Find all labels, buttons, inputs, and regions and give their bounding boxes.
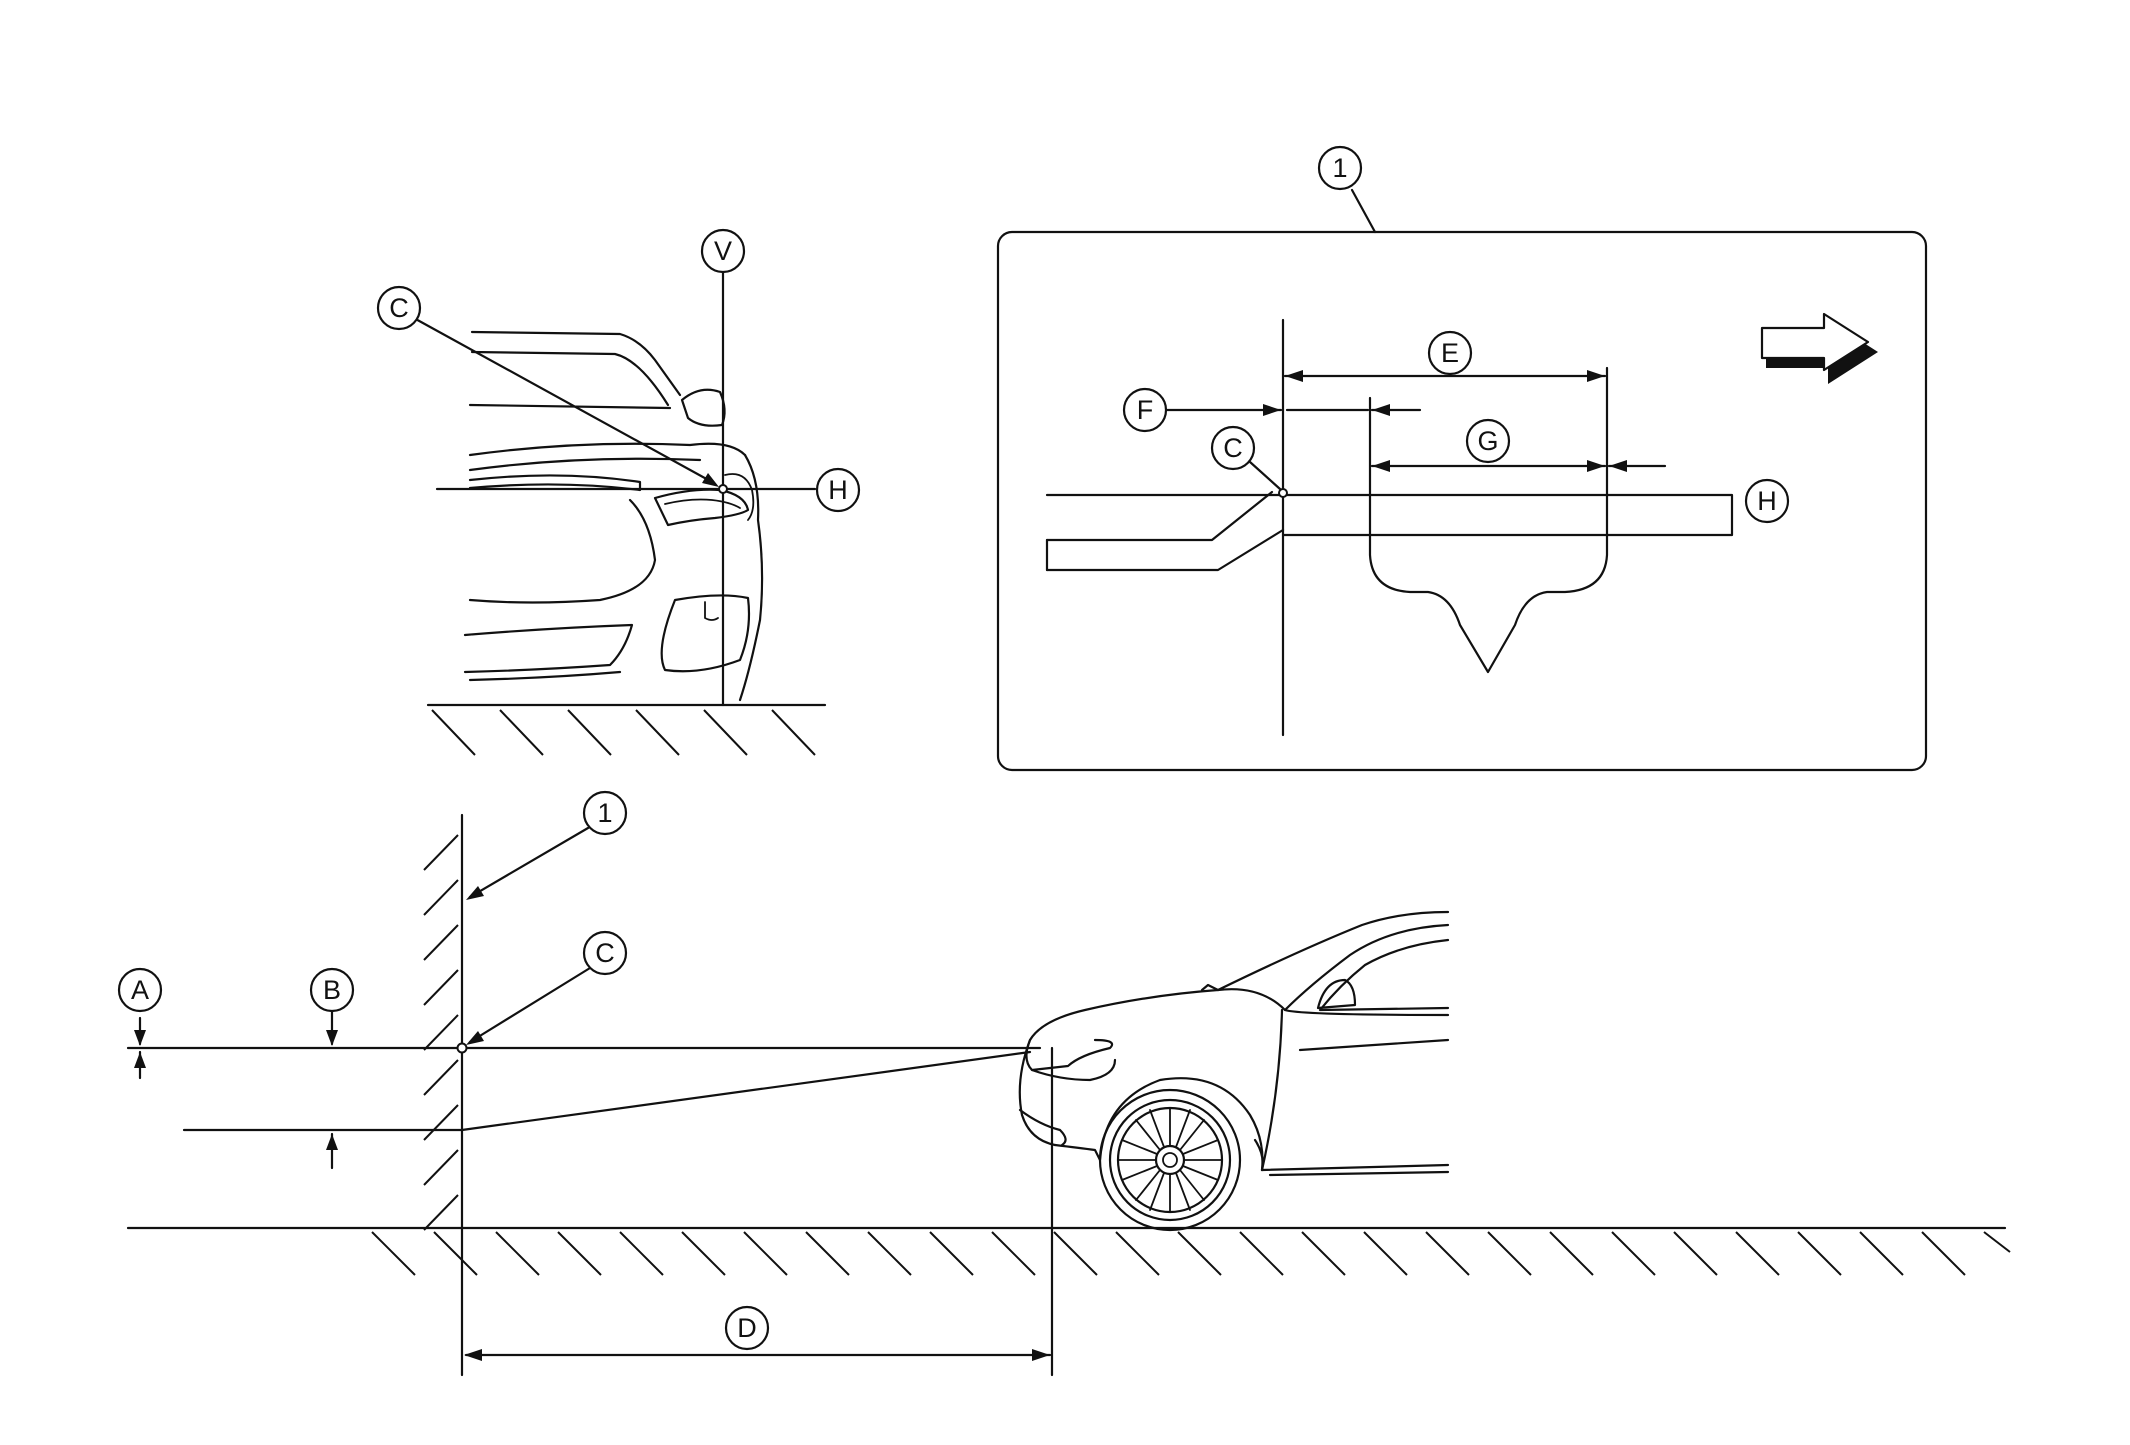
svg-text:D: D — [737, 1313, 757, 1343]
svg-text:A: A — [131, 975, 149, 1005]
callout-A: A — [117, 967, 163, 1013]
callout-H-inset: H — [1744, 478, 1790, 524]
svg-text:1: 1 — [597, 798, 612, 828]
svg-text:F: F — [1137, 395, 1154, 425]
svg-text:H: H — [828, 475, 848, 505]
callout-inset-1: 1 — [1317, 145, 1363, 191]
headlamp-center-point — [718, 484, 728, 494]
callout-C-front: C — [376, 285, 422, 331]
callout-E: E — [1427, 330, 1473, 376]
ground-hatch — [371, 1231, 2011, 1276]
callout-V: V — [700, 228, 746, 274]
svg-text:E: E — [1441, 338, 1459, 368]
callout-C-inset: C — [1210, 425, 1256, 471]
svg-text:G: G — [1477, 426, 1498, 456]
vehicle-front-view — [410, 270, 827, 756]
right-arrow-icon — [1760, 312, 1878, 384]
vehicle-side-view — [1018, 910, 1450, 1232]
beam-projection-line — [460, 1050, 1032, 1132]
svg-text:V: V — [714, 236, 732, 266]
callout-C-side: C — [582, 930, 628, 976]
callout-B: B — [309, 967, 355, 1013]
callout-D: D — [724, 1305, 770, 1351]
inset-center-point — [1278, 488, 1288, 498]
beam-pattern-inset — [996, 188, 1928, 772]
svg-text:C: C — [595, 938, 615, 968]
callout-H-front: H — [815, 467, 861, 513]
svg-text:1: 1 — [1332, 153, 1347, 183]
svg-text:H: H — [1757, 486, 1777, 516]
side-view — [126, 813, 2011, 1377]
wall-hatch — [423, 834, 459, 1231]
svg-text:C: C — [389, 293, 409, 323]
wall-center-point — [456, 1042, 468, 1054]
svg-text:B: B — [323, 975, 341, 1005]
callout-wall-1: 1 — [582, 790, 628, 836]
svg-text:C: C — [1223, 433, 1243, 463]
callout-F: F — [1122, 387, 1168, 433]
callout-G: G — [1465, 418, 1511, 464]
screen-panel — [996, 230, 1928, 772]
front-view-ground-hatch — [431, 709, 816, 756]
